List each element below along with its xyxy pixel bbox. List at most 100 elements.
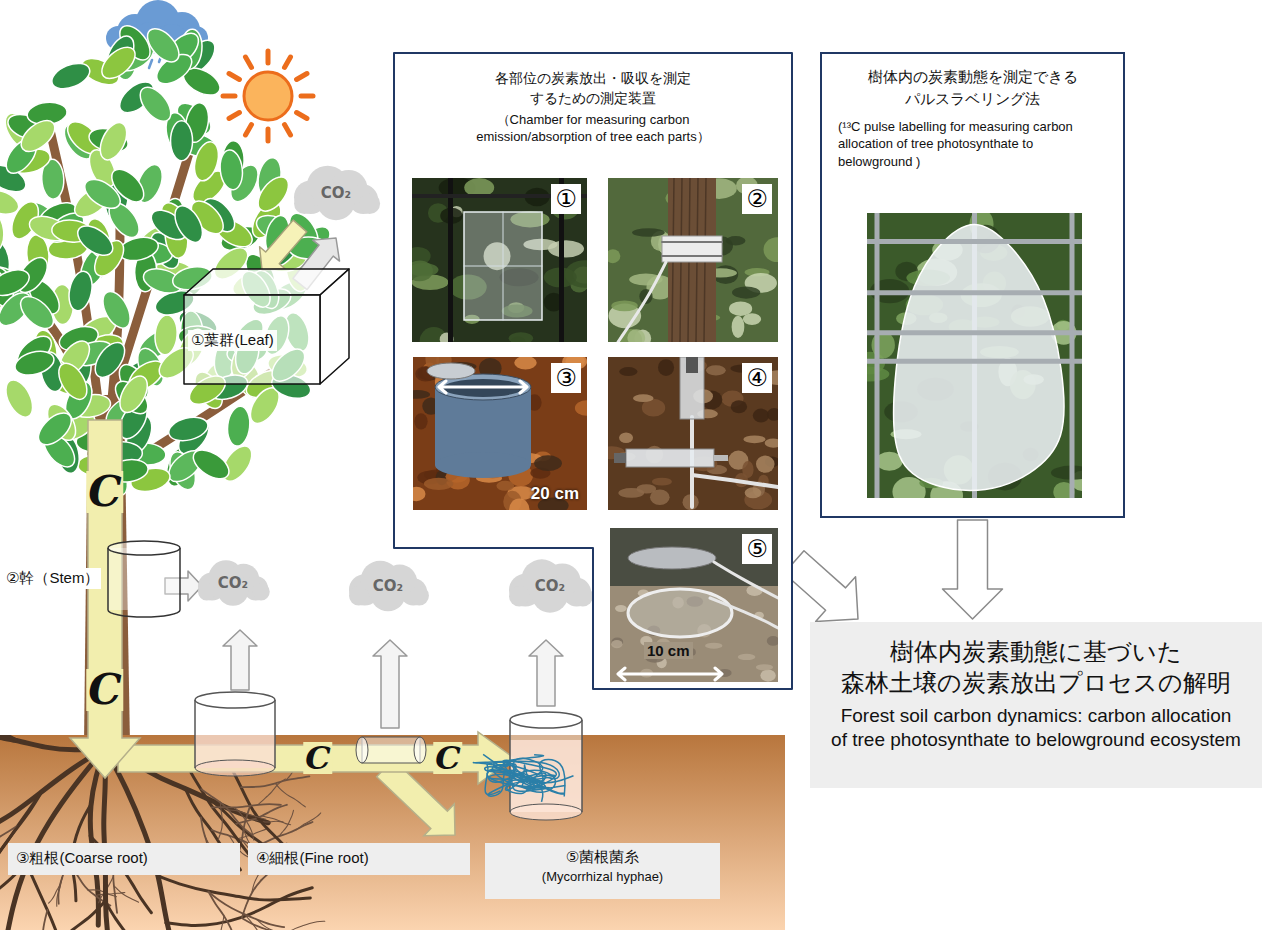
leaf [0, 265, 33, 301]
photo-image [412, 178, 587, 342]
gas-label: CO₂ [535, 577, 565, 595]
photo-shape [738, 654, 756, 660]
leaf [16, 115, 61, 158]
photo-shape [764, 237, 778, 262]
root [105, 901, 164, 930]
photo-shape [611, 640, 622, 648]
photo-shape [435, 452, 531, 478]
sun-ray [297, 74, 307, 80]
photo-shape [760, 669, 775, 681]
photo-shape [726, 236, 746, 245]
sun-ray [229, 74, 239, 80]
root [213, 915, 224, 930]
shape-outline [183, 268, 350, 385]
root [8, 901, 105, 930]
root [209, 892, 285, 927]
scaffold-pipe [867, 330, 1082, 335]
leaf [96, 41, 140, 84]
carbon-flow-arrow [118, 732, 514, 784]
photo-shape [608, 178, 778, 342]
photo-shape [424, 478, 453, 490]
sun-ray [246, 57, 252, 67]
light-arrow [260, 220, 307, 270]
co2-cloud [198, 583, 216, 601]
photo-image [608, 357, 778, 510]
photo-frame: ② [608, 178, 778, 342]
photo-shape [619, 433, 633, 444]
photo-shape [745, 487, 762, 498]
chamber-rim [195, 692, 275, 708]
dimension-arrow [618, 668, 722, 680]
photo-shape [534, 455, 562, 471]
leaf [15, 291, 59, 334]
chamber-side [320, 269, 349, 384]
part-name: ④細根(Fine root) [256, 849, 462, 868]
leaf [95, 118, 132, 164]
root [258, 779, 286, 805]
root [166, 888, 312, 926]
leaf [166, 413, 210, 444]
leaf [12, 347, 56, 379]
photo-shape [611, 301, 638, 312]
panel-heading: 樹体内の炭素動態を測定できる パルスラベリング法 [860, 66, 1085, 110]
photo-shape [892, 477, 925, 498]
photo-shape [413, 357, 587, 510]
co2-cloud [317, 183, 355, 221]
photo-shape [427, 363, 475, 379]
sun-ray [301, 94, 313, 99]
photo-shape [756, 456, 775, 473]
callout-number: ⑤ [742, 534, 772, 564]
root [160, 877, 311, 901]
photo-shape [413, 390, 430, 399]
photo-frame: ③20 cm [413, 357, 587, 510]
root [279, 810, 293, 836]
photo-image [608, 178, 778, 342]
panel-subheading: （Chamber for measuring carbon emission/a… [443, 111, 743, 146]
co2-cloud [359, 193, 380, 214]
co2-cloud [294, 193, 315, 214]
scaffold-pipe [867, 290, 1082, 295]
root [244, 914, 269, 930]
photo-shape [414, 413, 427, 429]
panel-outline [394, 53, 792, 689]
photo-shape [608, 357, 778, 510]
photo-shape [412, 260, 433, 281]
photo-shape [627, 329, 645, 342]
leaf [89, 337, 130, 382]
leaf [218, 149, 244, 191]
photo-shape [705, 643, 722, 649]
leaf [0, 376, 38, 422]
chamber-wall [195, 700, 275, 768]
photo-shape [652, 478, 672, 486]
carbon-symbol: C [86, 471, 123, 513]
leaf [142, 23, 185, 67]
photo-shape [413, 487, 426, 501]
photo-shape [628, 589, 732, 637]
photo-shape [615, 605, 627, 612]
emission-arrow [223, 630, 257, 690]
panel-outline [821, 53, 1124, 517]
panel-subheading: (¹³C pulse labelling for measuring carbo… [838, 118, 1093, 171]
leaf [252, 172, 294, 217]
root [0, 748, 105, 930]
leaf [169, 201, 208, 247]
rain-drop [149, 60, 152, 68]
photo-shape [867, 213, 1082, 498]
leaf [53, 359, 93, 405]
leaf [114, 371, 153, 417]
photo-shape [618, 488, 644, 498]
photo-shape [448, 178, 453, 342]
photo-shape [628, 547, 716, 569]
chamber-rim [108, 541, 180, 555]
photo-shape [756, 664, 773, 670]
root [296, 813, 321, 830]
co2-cloud [509, 586, 530, 607]
emission-arrow [373, 640, 407, 728]
photo-shape [732, 316, 745, 338]
weather-icon [106, 0, 313, 141]
sun-ray [297, 113, 307, 119]
chamber-rim [195, 760, 275, 776]
chamber-body [362, 737, 420, 763]
co2-cloud [573, 586, 594, 607]
photo-shape [706, 365, 726, 375]
